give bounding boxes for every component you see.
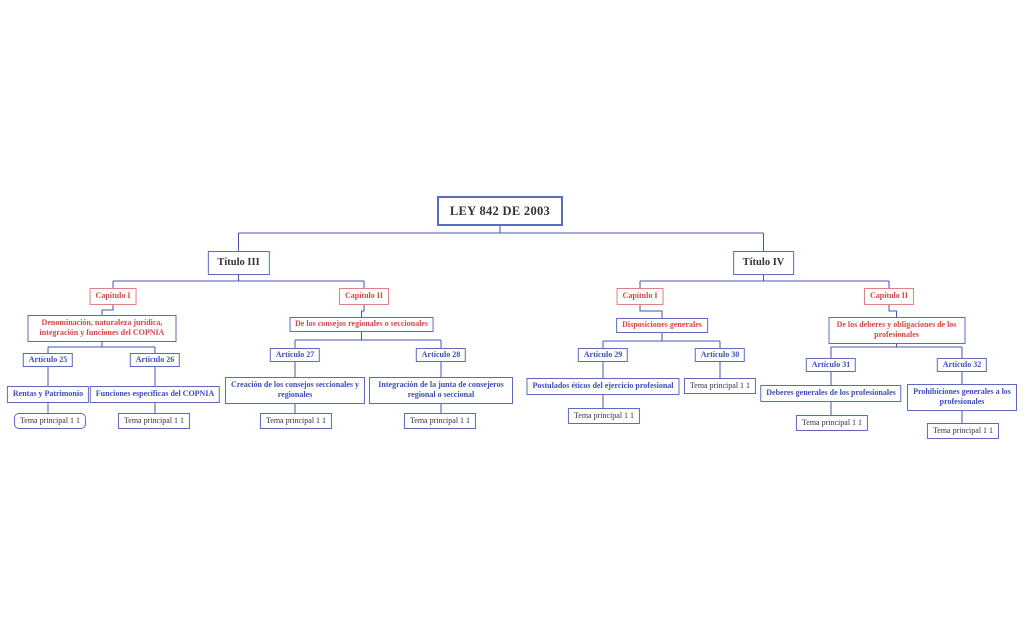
node-articulo-26[interactable]: Artículo 26 [129, 353, 181, 367]
node-deberes-y-obligaciones[interactable]: De los deberes y obligaciones de los pro… [828, 317, 965, 344]
node-tema-principal-3[interactable]: Tema principal 1 1 [259, 413, 333, 429]
node-funciones-especificas-copnia[interactable]: Funciones específicas del COPNIA [89, 386, 221, 403]
node-deberes-generales-profesionales[interactable]: Deberes generales de los profesionales [760, 385, 902, 402]
node-titulo-iv-capitulo-i[interactable]: Capítulo I [616, 288, 664, 305]
node-titulo-iv[interactable]: Título IV [732, 251, 795, 275]
node-tema-principal-5[interactable]: Tema principal 1 1 [567, 408, 641, 424]
node-articulo-30[interactable]: Artículo 30 [694, 348, 746, 362]
node-ley-842-de-2003[interactable]: LEY 842 DE 2003 [437, 196, 563, 226]
node-titulo-iii-capitulo-i[interactable]: Capítulo I [89, 288, 137, 305]
node-rentas-y-patrimonio[interactable]: Rentas y Patrimonio [6, 386, 90, 403]
node-articulo-27[interactable]: Artículo 27 [269, 348, 321, 362]
node-tema-principal-2[interactable]: Tema principal 1 1 [117, 413, 191, 429]
node-titulo-iv-capitulo-ii[interactable]: Capítulo II [863, 288, 915, 305]
node-denominacion-naturaleza-juridica[interactable]: Denominación, naturaleza jurídica, integ… [27, 315, 177, 342]
node-titulo-iii[interactable]: Título III [207, 251, 270, 275]
node-articulo-28[interactable]: Artículo 28 [415, 348, 467, 362]
node-articulo-29[interactable]: Artículo 29 [577, 348, 629, 362]
node-tema-principal-7[interactable]: Tema principal 1 1 [795, 415, 869, 431]
node-prohibiciones-generales[interactable]: Prohibiciones generales a los profesiona… [907, 384, 1017, 411]
node-creacion-consejos-seccionales[interactable]: Creación de los consejos seccionales y r… [225, 377, 365, 404]
node-tema-principal-6[interactable]: Tema principal 1 1 [683, 378, 757, 394]
node-consejos-regionales-o-seccionales[interactable]: De los consejos regionales o seccionales [289, 317, 434, 332]
node-tema-principal-1[interactable]: Tema principal 1 1 [13, 413, 87, 429]
node-integracion-junta-consejeros[interactable]: Integración de la junta de consejeros re… [369, 377, 513, 404]
node-postulados-eticos[interactable]: Postulados éticos del ejercicio profesio… [526, 378, 680, 395]
node-tema-principal-4[interactable]: Tema principal 1 1 [403, 413, 477, 429]
node-titulo-iii-capitulo-ii[interactable]: Capítulo II [338, 288, 390, 305]
node-articulo-32[interactable]: Artículo 32 [936, 358, 988, 372]
node-articulo-31[interactable]: Artículo 31 [805, 358, 857, 372]
node-tema-principal-8[interactable]: Tema principal 1 1 [926, 423, 1000, 439]
node-articulo-25[interactable]: Artículo 25 [22, 353, 74, 367]
node-disposiciones-generales[interactable]: Disposiciones generales [616, 318, 708, 333]
